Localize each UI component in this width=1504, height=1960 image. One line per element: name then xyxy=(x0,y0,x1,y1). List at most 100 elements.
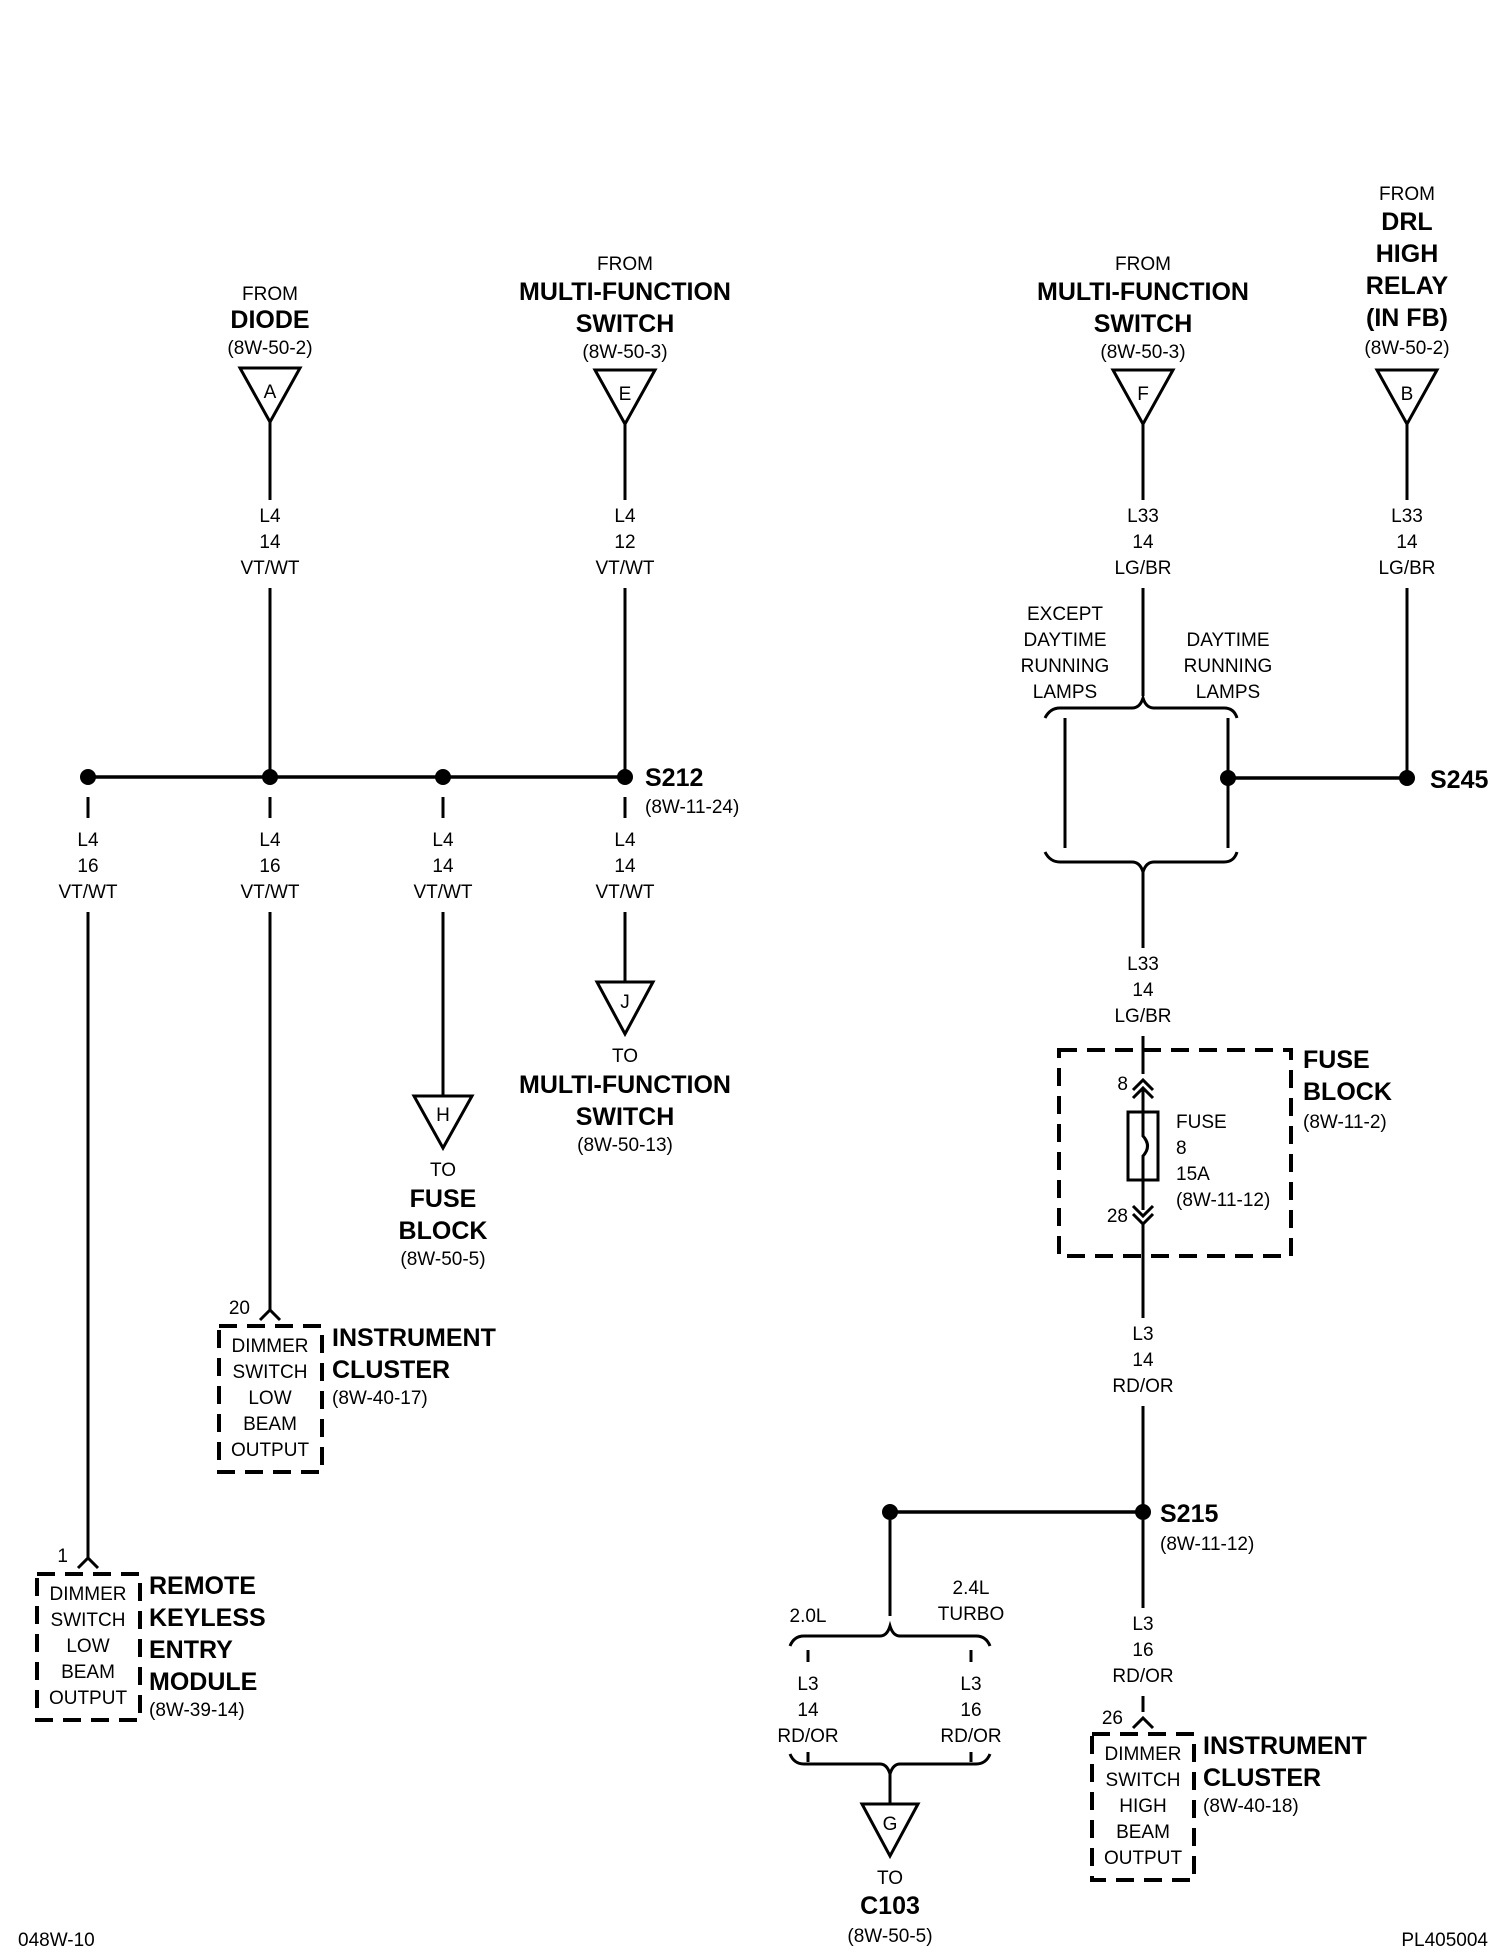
splice-dot xyxy=(882,1504,898,1520)
svg-text:HIGH: HIGH xyxy=(1119,1796,1167,1817)
svg-text:LG/BR: LG/BR xyxy=(1378,558,1435,579)
svg-text:DIODE: DIODE xyxy=(230,306,309,334)
splice-s245-label: S245 xyxy=(1430,766,1488,794)
module-instrument-cluster-high: 26 DIMMER SWITCH HIGH BEAM OUTPUT INSTRU… xyxy=(1090,1708,1367,1882)
splice-s212-dot xyxy=(617,769,633,785)
svg-text:(8W-11-24): (8W-11-24) xyxy=(645,797,739,818)
svg-text:RD/OR: RD/OR xyxy=(1112,1376,1173,1397)
svg-text:LOW: LOW xyxy=(248,1388,291,1409)
svg-text:VT/WT: VT/WT xyxy=(240,882,299,903)
splice-s245-dot xyxy=(1399,770,1415,786)
svg-text:L4: L4 xyxy=(259,830,281,851)
pin-terminal xyxy=(76,1555,100,1570)
svg-text:RUNNING: RUNNING xyxy=(1021,656,1110,677)
svg-text:8: 8 xyxy=(1117,1074,1128,1095)
svg-text:14: 14 xyxy=(432,856,454,877)
svg-text:L4: L4 xyxy=(77,830,99,851)
svg-text:LAMPS: LAMPS xyxy=(1196,682,1260,703)
svg-text:J: J xyxy=(620,992,630,1013)
svg-text:VT/WT: VT/WT xyxy=(595,882,654,903)
svg-text:DIMMER: DIMMER xyxy=(231,1336,308,1357)
dimmer-switch-box xyxy=(1090,1732,1196,1882)
svg-text:SWITCH: SWITCH xyxy=(1106,1770,1181,1791)
svg-text:S212: S212 xyxy=(645,764,703,792)
svg-text:BEAM: BEAM xyxy=(243,1414,297,1435)
svg-text:MULTI-FUNCTION: MULTI-FUNCTION xyxy=(519,278,731,306)
svg-text:(8W-11-12): (8W-11-12) xyxy=(1160,1534,1254,1555)
svg-text:(8W-11-12): (8W-11-12) xyxy=(1176,1190,1270,1211)
svg-text:FUSE: FUSE xyxy=(1303,1046,1370,1074)
svg-text:L4: L4 xyxy=(259,506,281,527)
wire-label-fuse-out: L3 14 RD/OR xyxy=(1112,1324,1173,1397)
footer-left-code: 048W-10 xyxy=(18,1930,95,1951)
svg-text:(8W-50-2): (8W-50-2) xyxy=(227,338,312,359)
option-brace-top xyxy=(1043,692,1239,719)
svg-text:DRL: DRL xyxy=(1381,208,1432,236)
svg-text:(8W-40-18): (8W-40-18) xyxy=(1203,1796,1299,1817)
splice-dot xyxy=(80,769,96,785)
svg-text:LAMPS: LAMPS xyxy=(1033,682,1097,703)
svg-text:LOW: LOW xyxy=(66,1636,109,1657)
svg-text:SWITCH: SWITCH xyxy=(1094,310,1193,338)
svg-text:FROM: FROM xyxy=(597,254,653,275)
svg-text:BLOCK: BLOCK xyxy=(399,1217,488,1245)
svg-text:RELAY: RELAY xyxy=(1366,272,1449,300)
svg-text:E: E xyxy=(619,384,632,405)
svg-text:INSTRUMENT: INSTRUMENT xyxy=(332,1324,496,1352)
connector-triangle xyxy=(237,366,303,426)
svg-text:A: A xyxy=(264,382,277,403)
wire-label-24l: L3 16 RD/OR xyxy=(940,1674,1001,1747)
wire-label-fuse-in: L33 14 LG/BR xyxy=(1114,954,1171,1027)
svg-text:REMOTE: REMOTE xyxy=(149,1572,256,1600)
svg-text:BEAM: BEAM xyxy=(1116,1822,1170,1843)
wire-label-diode: L4 14 VT/WT xyxy=(240,506,299,579)
pin-terminal xyxy=(1131,1204,1155,1219)
svg-text:VT/WT: VT/WT xyxy=(413,882,472,903)
pin-terminal xyxy=(1131,1077,1155,1092)
option-brace-top xyxy=(788,1620,992,1647)
option-drl: DAYTIME RUNNING LAMPS xyxy=(1184,630,1273,703)
svg-text:EXCEPT: EXCEPT xyxy=(1027,604,1103,625)
svg-text:16: 16 xyxy=(259,856,280,877)
connector-to-c103: G TO C103 (8W-50-5) xyxy=(847,1802,933,1947)
connector-to-mfs-j: J TO MULTI-FUNCTION SWITCH (8W-50-13) xyxy=(519,980,731,1156)
svg-text:15A: 15A xyxy=(1176,1164,1210,1185)
svg-text:L33: L33 xyxy=(1391,506,1423,527)
svg-text:(8W-50-3): (8W-50-3) xyxy=(1100,342,1185,363)
svg-text:(8W-50-13): (8W-50-13) xyxy=(577,1135,673,1156)
connector-to-fuse-block-h: H TO FUSE BLOCK (8W-50-5) xyxy=(399,1094,488,1270)
splice-s215-dot xyxy=(1135,1504,1151,1520)
splice-dot xyxy=(1220,770,1236,786)
connector-triangle xyxy=(1110,368,1176,428)
splice-dot xyxy=(262,769,278,785)
svg-text:(8W-40-17): (8W-40-17) xyxy=(332,1388,428,1409)
wire-label-mfs-f: L33 14 LG/BR xyxy=(1114,506,1171,579)
wire-label-mfs-j: L4 14 VT/WT xyxy=(595,830,654,903)
svg-text:L4: L4 xyxy=(432,830,454,851)
option-brace-bottom xyxy=(1043,851,1239,878)
module-remote-keyless-entry: 1 DIMMER SWITCH LOW BEAM OUTPUT REMOTE K… xyxy=(35,1546,266,1722)
svg-text:FROM: FROM xyxy=(1379,184,1435,205)
svg-text:FROM: FROM xyxy=(242,284,298,305)
svg-text:KEYLESS: KEYLESS xyxy=(149,1604,266,1632)
svg-text:C103: C103 xyxy=(860,1892,920,1920)
connector-triangle xyxy=(859,1802,921,1860)
option-engine-24-a: 2.4L xyxy=(953,1578,990,1599)
svg-text:VT/WT: VT/WT xyxy=(240,558,299,579)
svg-text:B: B xyxy=(1401,384,1414,405)
svg-text:RD/OR: RD/OR xyxy=(777,1726,838,1747)
svg-text:ENTRY: ENTRY xyxy=(149,1636,233,1664)
pin-terminal xyxy=(258,1307,282,1322)
svg-text:14: 14 xyxy=(259,532,281,553)
module-instrument-cluster-low: 20 DIMMER SWITCH LOW BEAM OUTPUT INSTRUM… xyxy=(217,1298,496,1474)
svg-text:OUTPUT: OUTPUT xyxy=(231,1440,310,1461)
connector-triangle xyxy=(1374,368,1440,428)
svg-text:8: 8 xyxy=(1176,1138,1187,1159)
svg-text:RD/OR: RD/OR xyxy=(1112,1666,1173,1687)
svg-text:FROM: FROM xyxy=(1115,254,1171,275)
svg-text:14: 14 xyxy=(797,1700,819,1721)
svg-text:14: 14 xyxy=(614,856,636,877)
svg-text:14: 14 xyxy=(1132,980,1154,1001)
svg-text:SWITCH: SWITCH xyxy=(233,1362,308,1383)
svg-text:RD/OR: RD/OR xyxy=(940,1726,1001,1747)
